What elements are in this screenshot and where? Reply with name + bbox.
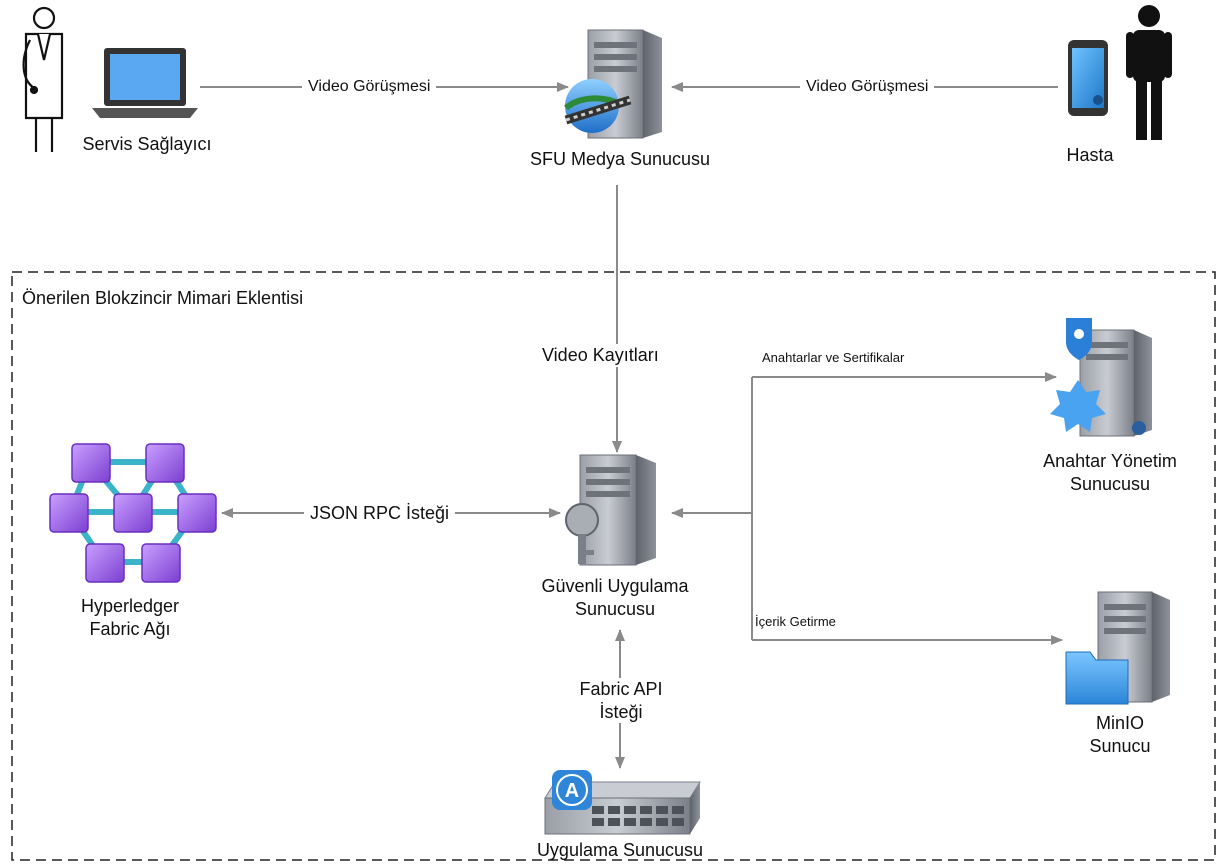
media-server-icon — [564, 29, 662, 139]
key-management-server-icon — [1050, 318, 1152, 437]
edge-label-json-rpc: JSON RPC İsteği — [304, 502, 456, 525]
fabric-network-label: Hyperledger Fabric Ağı — [80, 596, 180, 639]
sfu-server-label: SFU Medya Sunucusu — [529, 149, 711, 169]
edge-label-video-records: Video Kayıtları — [536, 344, 665, 367]
laptop-icon — [92, 48, 198, 118]
storage-server-icon — [1065, 591, 1170, 705]
doctor-icon — [22, 6, 64, 152]
secure-server-icon — [565, 454, 656, 566]
secure-server-label: Güvenli Uygulama Sunucusu — [541, 576, 689, 619]
boundary-title: Önerilen Blokzincir Mimari Eklentisi — [22, 288, 304, 308]
key-server-label: Anahtar Yönetim Sunucusu — [1043, 451, 1177, 494]
patient-label: Hasta — [1066, 145, 1114, 165]
app-server-label: Uygulama Sunucusu — [536, 840, 704, 860]
edge-label-video-call-left: Video Görüşmesi — [302, 77, 437, 97]
edge-label-content-fetch: İçerik Getirme — [755, 614, 836, 629]
edge-label-video-call-right: Video Görüşmesi — [800, 77, 935, 97]
person-icon — [1126, 5, 1172, 140]
provider-label: Servis Sağlayıcı — [82, 134, 212, 154]
edge-label-keys-certs: Anahtarlar ve Sertifikalar — [762, 350, 905, 365]
blockchain-network-icon — [49, 443, 217, 583]
edge-label-fabric-api: Fabric API İsteği — [560, 678, 682, 723]
phone-icon — [1068, 40, 1108, 116]
app-server-icon: A — [544, 770, 701, 835]
blockchain-boundary — [11, 271, 1216, 861]
svg-text:A: A — [565, 780, 579, 802]
minio-server-label: MinIO Sunucu — [1089, 713, 1151, 756]
